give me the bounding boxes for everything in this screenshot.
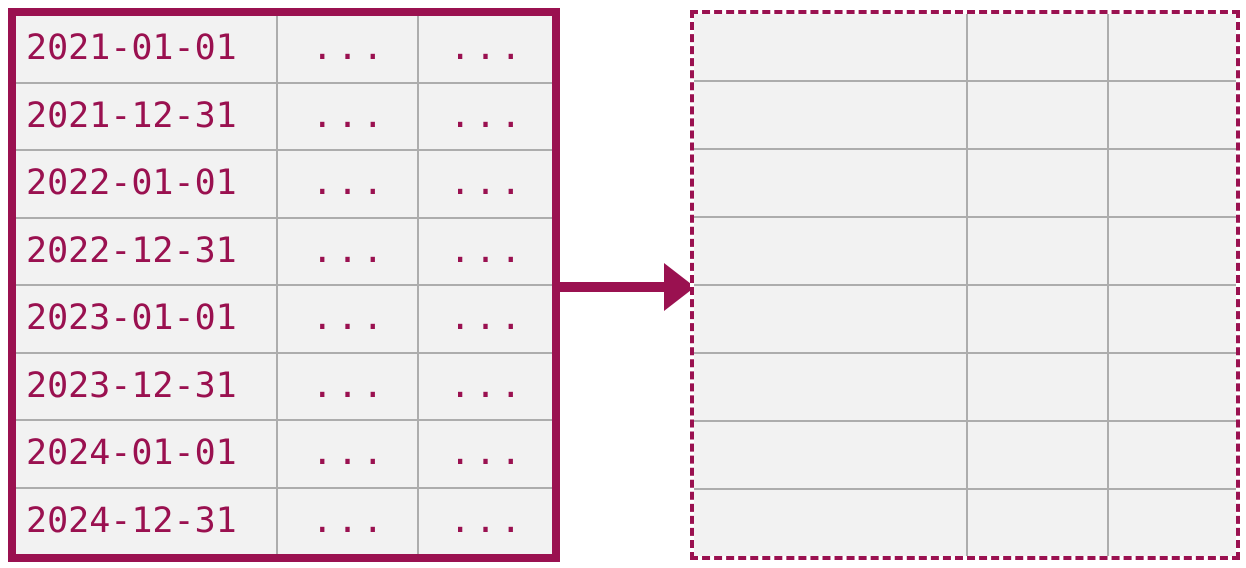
target-table-grid <box>694 14 1236 556</box>
source-date-cell: 2022-01-01 <box>16 151 277 217</box>
source-ellipsis-cell: ... <box>419 286 552 352</box>
target-empty-cell <box>694 14 966 80</box>
target-empty-cell <box>694 354 966 420</box>
target-empty-cell <box>694 218 966 284</box>
target-empty-cell <box>1108 14 1236 80</box>
target-empty-cell <box>967 218 1107 284</box>
target-empty-cell <box>1108 354 1236 420</box>
source-ellipsis-cell: ... <box>278 488 417 554</box>
target-empty-cell <box>694 490 966 556</box>
source-ellipsis-cell: ... <box>278 421 417 487</box>
source-date-cell: 2021-12-31 <box>16 83 277 149</box>
source-ellipsis-cell: ... <box>419 488 552 554</box>
target-empty-cell <box>694 286 966 352</box>
source-ellipsis-cell: ... <box>278 83 417 149</box>
source-date-cell: 2023-12-31 <box>16 353 277 419</box>
target-empty-cell <box>967 490 1107 556</box>
target-empty-cell <box>967 82 1107 148</box>
source-ellipsis-cell: ... <box>278 353 417 419</box>
target-empty-cell <box>967 422 1107 488</box>
source-ellipsis-cell: ... <box>419 353 552 419</box>
source-date-cell: 2023-01-01 <box>16 286 277 352</box>
source-ellipsis-cell: ... <box>419 151 552 217</box>
source-table-grid: 2021-01-01 ... ... 2021-12-31 ... ... 20… <box>16 16 552 554</box>
target-empty-cell <box>967 354 1107 420</box>
source-ellipsis-cell: ... <box>278 16 417 82</box>
target-empty-cell <box>694 82 966 148</box>
target-empty-cell <box>967 150 1107 216</box>
target-empty-cell <box>1108 422 1236 488</box>
source-date-cell: 2024-01-01 <box>16 421 277 487</box>
target-empty-cell <box>1108 286 1236 352</box>
source-ellipsis-cell: ... <box>419 218 552 284</box>
target-empty-cell <box>694 422 966 488</box>
transform-arrow <box>556 262 696 312</box>
right-arrow-icon <box>556 263 695 311</box>
target-table <box>690 10 1240 560</box>
target-empty-cell <box>967 14 1107 80</box>
target-empty-cell <box>1108 82 1236 148</box>
source-ellipsis-cell: ... <box>278 286 417 352</box>
source-ellipsis-cell: ... <box>278 151 417 217</box>
target-empty-cell <box>1108 150 1236 216</box>
target-empty-cell <box>1108 218 1236 284</box>
source-date-cell: 2021-01-01 <box>16 16 277 82</box>
target-empty-cell <box>967 286 1107 352</box>
source-ellipsis-cell: ... <box>419 83 552 149</box>
target-empty-cell <box>1108 490 1236 556</box>
source-table: 2021-01-01 ... ... 2021-12-31 ... ... 20… <box>8 8 560 562</box>
source-ellipsis-cell: ... <box>278 218 417 284</box>
source-ellipsis-cell: ... <box>419 421 552 487</box>
source-date-cell: 2022-12-31 <box>16 218 277 284</box>
source-ellipsis-cell: ... <box>419 16 552 82</box>
source-date-cell: 2024-12-31 <box>16 488 277 554</box>
target-empty-cell <box>694 150 966 216</box>
